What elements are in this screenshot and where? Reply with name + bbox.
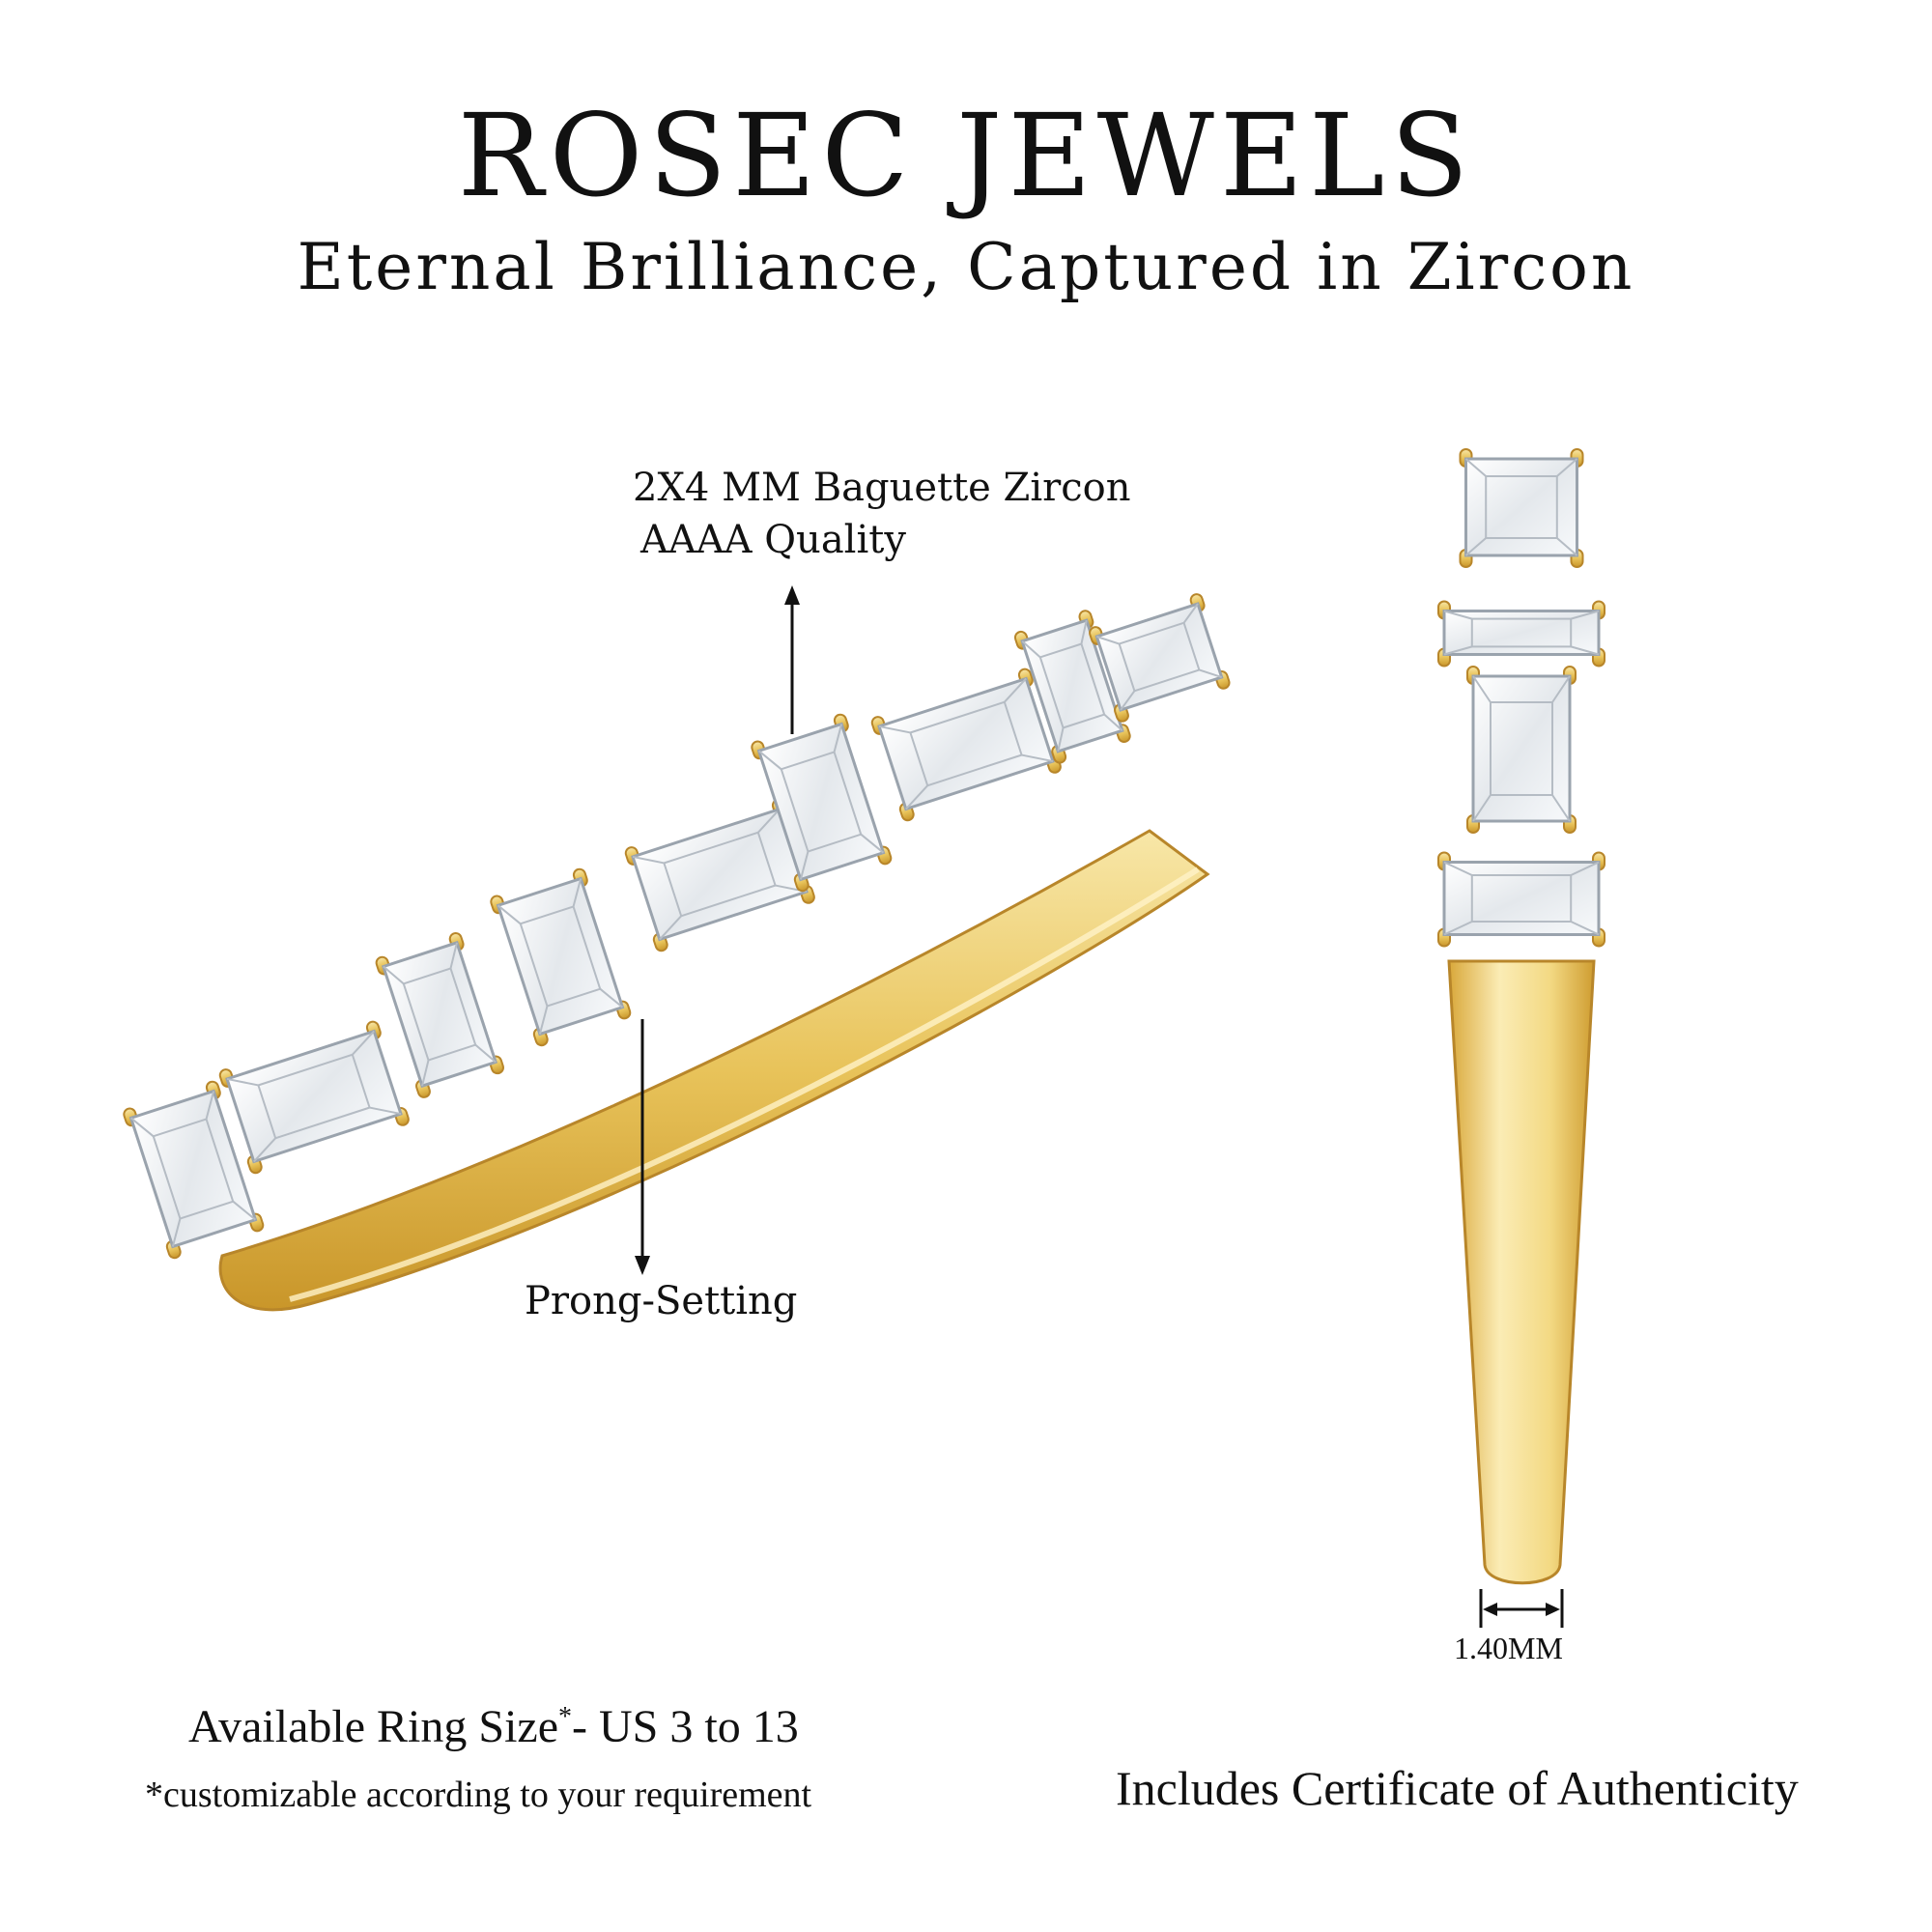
baguette-stone <box>1013 610 1131 764</box>
ring-size-range: - US 3 to 13 <box>572 1701 799 1752</box>
stone-callout-line1: 2X4 MM Baguette Zircon <box>633 466 1131 510</box>
baguette-stone <box>751 713 893 893</box>
ring-side-view <box>1437 448 1605 1585</box>
side-baguette-stone <box>1466 666 1577 834</box>
customization-note: *customizable according to your requirem… <box>145 1775 812 1815</box>
stone-callout-line2: AAAA Quality <box>640 518 906 562</box>
width-dimension <box>1479 1589 1564 1628</box>
brand-tagline: Eternal Brilliance, Captured in Zircon <box>297 230 1635 304</box>
brand-title: ROSEC JEWELS <box>457 89 1475 222</box>
ring-band <box>218 829 1210 1312</box>
baguette-stone <box>1089 593 1231 723</box>
setting-callout-label: Prong-Setting <box>525 1279 798 1323</box>
side-baguette-stone <box>1459 448 1584 568</box>
ring-angled-view <box>123 593 1231 1312</box>
baguette-stone <box>123 1080 265 1260</box>
baguette-stone <box>375 932 504 1098</box>
baguette-stone <box>490 867 632 1047</box>
baguette-stone <box>218 1020 410 1175</box>
side-baguette-stone <box>1437 600 1605 668</box>
ring-size-prefix: Available Ring Size <box>188 1701 559 1752</box>
width-label: 1.40MM <box>1454 1631 1563 1665</box>
side-baguette-stone <box>1437 851 1605 948</box>
baguette-stone <box>870 668 1062 822</box>
ring-size-mark: * <box>558 1702 573 1732</box>
ring-size-info: Available Ring Size*- US 3 to 13 <box>188 1700 799 1753</box>
certificate-note: Includes Certificate of Authenticity <box>1116 1761 1799 1815</box>
side-shank <box>1447 959 1596 1585</box>
stone-callout-label: 2X4 MM Baguette Zircon AAAA Quality <box>633 462 1131 566</box>
